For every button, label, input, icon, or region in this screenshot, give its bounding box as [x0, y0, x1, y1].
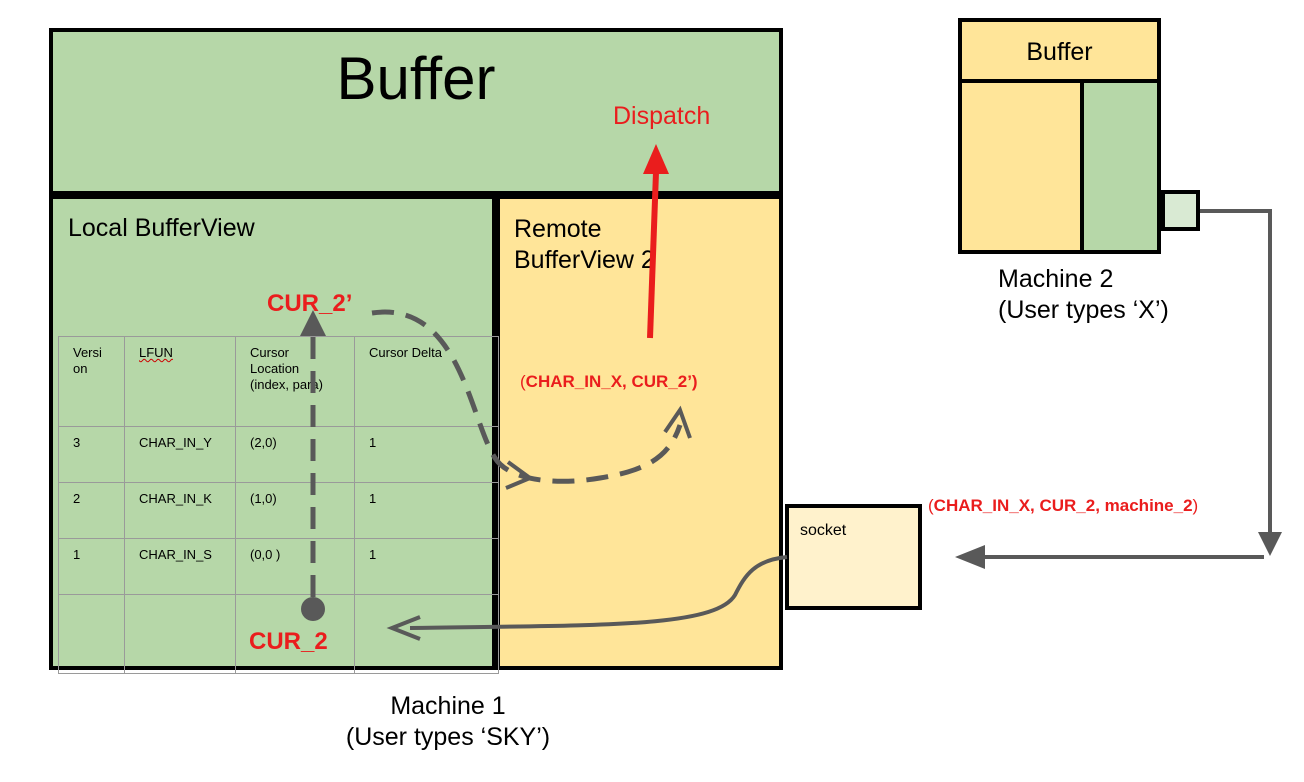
cell-cursor-delta: 1 — [354, 538, 499, 595]
socket-inbound-arrowhead — [955, 545, 985, 569]
header-cursor-location: Cursor Location (index, para) — [235, 336, 355, 427]
version-history-table: Versi on LFUN Cursor Location (index, pa… — [58, 336, 499, 674]
cell-lfun: CHAR_IN_K — [124, 482, 236, 539]
cell-cursor-location: (1,0) — [235, 482, 355, 539]
cell-cursor-delta: 1 — [354, 482, 499, 539]
cell-version: 2 — [58, 482, 125, 539]
header-version: Versi on — [58, 336, 125, 427]
table-row: 3 CHAR_IN_Y (2,0) 1 — [58, 426, 499, 483]
socket-to-cursor-arrow — [409, 555, 788, 630]
transform-curve-arrowhead — [663, 405, 692, 439]
table-row — [58, 594, 499, 674]
cell-version: 3 — [58, 426, 125, 483]
cell-version — [58, 594, 125, 674]
table-row: 1 CHAR_IN_S (0,0 ) 1 — [58, 538, 499, 595]
incoming-tuple-label: (CHAR_IN_X, CUR_2, machine_2) — [928, 496, 1198, 516]
table-row: 2 CHAR_IN_K (1,0) 1 — [58, 482, 499, 539]
remote-tuple-open: ( — [520, 372, 526, 391]
cell-lfun: CHAR_IN_Y — [124, 426, 236, 483]
cell-cursor-delta: 1 — [354, 426, 499, 483]
local-bufferview-title: Local BufferView — [68, 214, 255, 242]
machine1-caption-line1: Machine 1 — [390, 692, 506, 720]
cursor-move-arrowhead — [300, 310, 326, 336]
buffer-block — [49, 28, 783, 195]
incoming-tuple-content: CHAR_IN_X, CUR_2, machine_2 — [933, 496, 1193, 515]
machine2-caption-line2: (User types ‘X’) — [998, 296, 1169, 324]
remote-title-line2: BufferView 2 — [514, 246, 655, 274]
incoming-tuple-close: ) — [1192, 496, 1199, 515]
cursor-label-prime: CUR_2’ — [267, 290, 353, 317]
socket-label: socket — [800, 522, 847, 539]
cell-lfun: CHAR_IN_S — [124, 538, 236, 595]
dispatch-arrow — [647, 171, 659, 339]
dispatch-label: Dispatch — [613, 102, 711, 130]
machine1-caption: Machine 1 (User types ‘SKY’) — [300, 691, 596, 753]
remote-title-line1: Remote — [514, 215, 602, 243]
machine2-caption-line1: Machine 2 — [998, 265, 1114, 293]
dispatch-arrowhead — [643, 144, 669, 174]
cell-cursor-delta — [354, 594, 499, 674]
cell-lfun — [124, 594, 236, 674]
socket-block — [785, 504, 922, 610]
cursor-label: CUR_2 — [249, 628, 328, 655]
socket-to-cursor-arrowhead — [386, 615, 421, 641]
remote-bufferview-title: Remote BufferView 2 — [514, 214, 655, 276]
machine2-caption: Machine 2 (User types ‘X’) — [998, 264, 1169, 326]
cursor-origin-dot — [301, 597, 325, 621]
machine2-buffer-title: Buffer — [1026, 38, 1093, 66]
machine2-buffer-header — [958, 18, 1161, 83]
incoming-tuple-open: ( — [928, 496, 934, 515]
transform-curve-midhead — [505, 460, 535, 490]
machine2-outbound-arrowhead — [1258, 532, 1282, 556]
machine1-caption-line2: (User types ‘SKY’) — [345, 723, 551, 751]
machine2-outbound-arrow — [1200, 209, 1272, 540]
machine2-socket — [1161, 190, 1200, 231]
remote-tuple-content: CHAR_IN_X, CUR_2’) — [525, 372, 698, 391]
buffer-title: Buffer — [336, 45, 496, 112]
transform-dashed-curve — [371, 309, 683, 484]
cell-cursor-location: (2,0) — [235, 426, 355, 483]
remote-tuple-label: (CHAR_IN_X, CUR_2’) — [520, 372, 698, 392]
cell-cursor-location — [235, 594, 355, 674]
